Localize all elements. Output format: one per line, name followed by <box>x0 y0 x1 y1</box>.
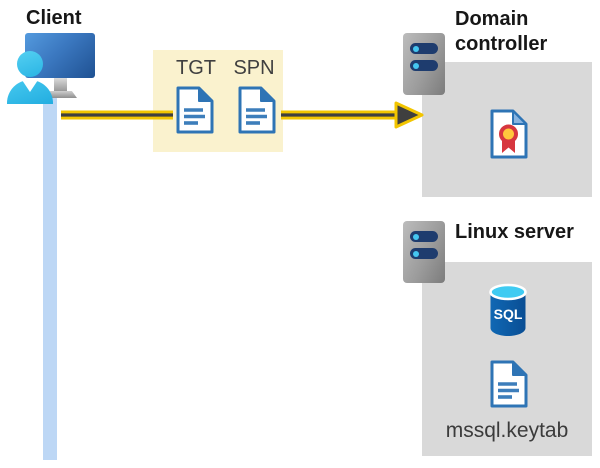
monitor-stand-base <box>45 91 77 98</box>
server-led <box>413 62 419 69</box>
user-icon <box>17 51 43 77</box>
server-led <box>413 250 419 257</box>
request-arrow <box>61 101 424 129</box>
monitor-stand-neck <box>54 77 67 93</box>
client-title: Client <box>26 7 82 29</box>
tgt-label: TGT <box>176 57 216 79</box>
keytab-label: mssql.keytab <box>445 419 569 442</box>
server-slot <box>410 248 438 259</box>
spn-label: SPN <box>233 57 275 79</box>
sql-database-icon: SQL <box>489 283 527 336</box>
linux-server-icon <box>403 221 445 283</box>
server-led <box>413 233 419 240</box>
domain-controller-server-icon <box>403 33 445 95</box>
domain-controller-title: Domain controller <box>455 8 548 55</box>
tgt-document-icon <box>176 86 214 134</box>
server-slot <box>410 43 438 54</box>
client-lifeline <box>43 96 57 460</box>
linux-server-title: Linux server <box>455 221 574 243</box>
keytab-document-icon <box>490 360 528 408</box>
sql-label: SQL <box>494 306 523 322</box>
server-slot <box>410 60 438 71</box>
certificate-icon <box>490 109 528 159</box>
server-slot <box>410 231 438 242</box>
spn-document-icon <box>238 86 276 134</box>
server-led <box>413 45 419 52</box>
